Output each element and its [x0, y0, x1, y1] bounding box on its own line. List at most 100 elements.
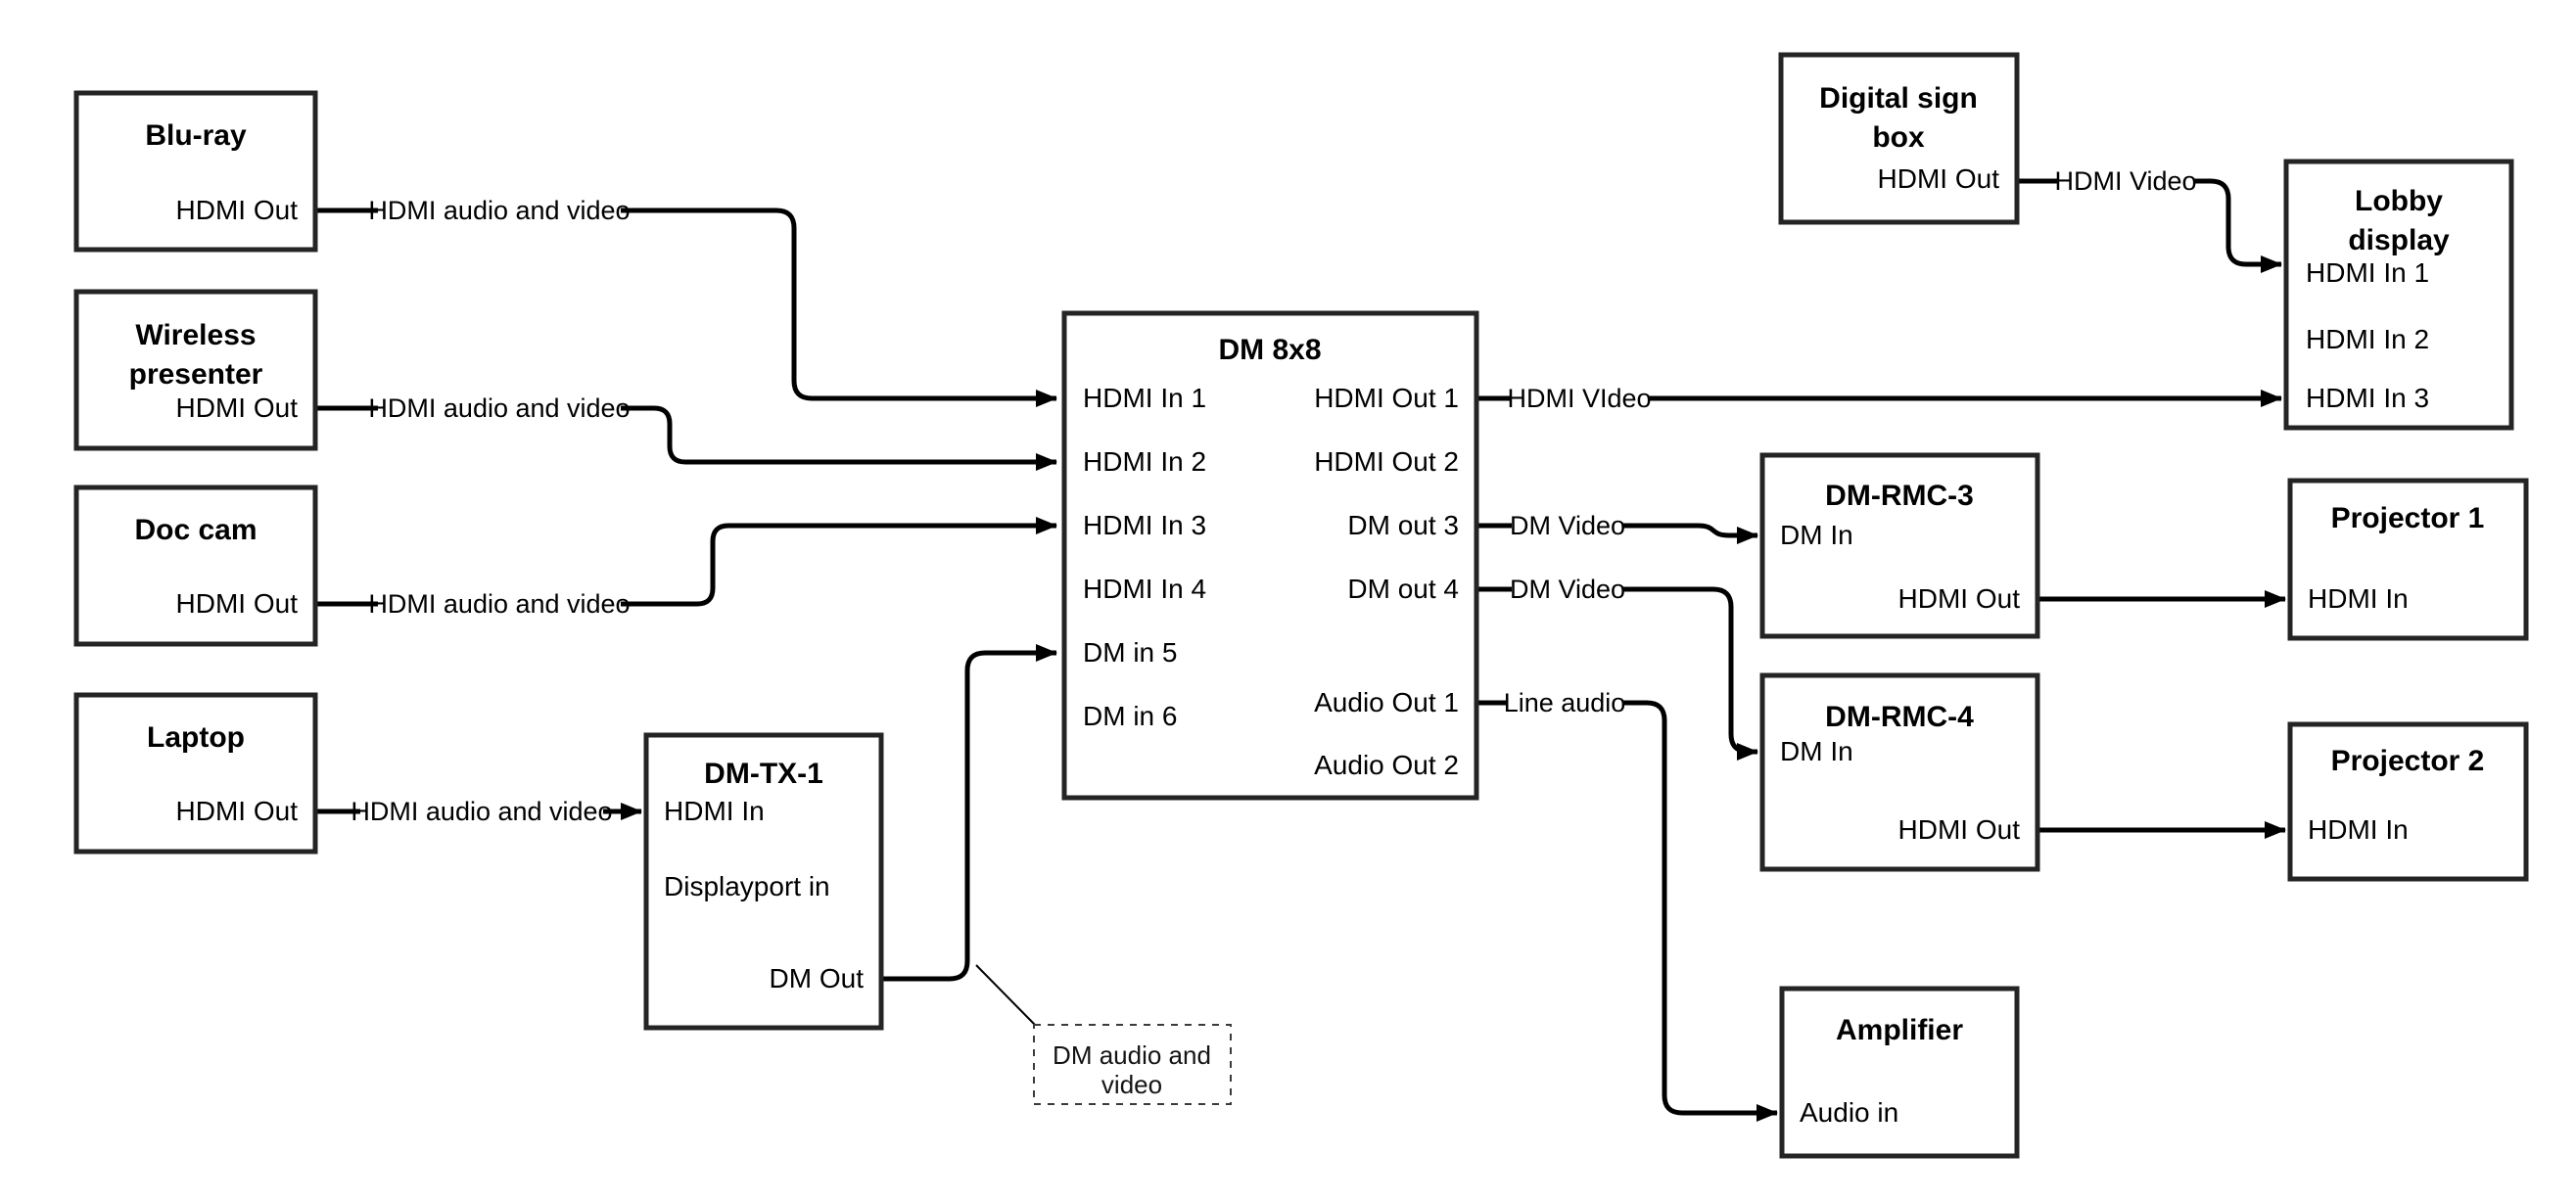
node-dm8x8: DM 8x8 HDMI In 1 HDMI In 2 HDMI In 3 HDM…: [1061, 310, 1479, 801]
node-projector-2-box: [2287, 721, 2529, 882]
node-laptop-box: [73, 692, 318, 855]
port-dm8x8-hdmi-in-2: HDMI In 2: [1083, 446, 1206, 477]
node-amplifier-box: [1779, 986, 2020, 1159]
node-laptop-title: Laptop: [147, 721, 245, 754]
port-dmtx1-dm-out: DM Out: [770, 963, 865, 993]
port-wireless-hdmi-out: HDMI Out: [176, 393, 299, 423]
edge-digisign-to-lobby: [2017, 178, 2282, 273]
node-wireless-presenter-box: [73, 289, 318, 451]
node-amplifier: Amplifier Audio in: [1779, 986, 2020, 1159]
port-lobby-hdmi-in-2: HDMI In 2: [2306, 324, 2429, 354]
edge-label-bg: [2057, 164, 2194, 198]
port-projector-2-hdmi-in: HDMI In: [2308, 814, 2409, 845]
node-doccam-box: [73, 485, 318, 647]
node-projector-1: Projector 1 HDMI In: [2287, 478, 2529, 641]
port-lobby-hdmi-in-1: HDMI In 1: [2306, 257, 2429, 288]
node-digital-sign-box-title-line1: Digital sign: [1819, 82, 1978, 115]
node-dmtx1: DM-TX-1 HDMI In Displayport in DM Out: [643, 732, 884, 1031]
node-digital-sign-box: Digital sign box HDMI Out: [1778, 52, 2020, 225]
node-wireless-presenter-title-line1: Wireless: [135, 319, 256, 351]
node-bluray-title: Blu-ray: [145, 119, 247, 152]
node-bluray-box: [73, 90, 318, 253]
node-wireless-presenter: Wireless presenter HDMI Out: [73, 289, 318, 451]
port-dm-rmc-3-dm-in: DM In: [1780, 520, 1853, 550]
node-dm-rmc-4-box: [1759, 672, 2040, 872]
port-dm8x8-audio-out-1: Audio Out 1: [1314, 687, 1459, 717]
edge-label-dm-out-3: DM Video: [1510, 509, 1625, 542]
edge-label-text: DM Video: [1510, 575, 1625, 604]
port-dm-rmc-4-hdmi-out: HDMI Out: [1898, 814, 2021, 845]
annotation-text-line1: DM audio and: [1053, 1040, 1211, 1070]
node-dmtx1-box: [643, 732, 884, 1031]
edge-out4-to-rmc4: [1476, 586, 1758, 761]
node-bluray: Blu-ray HDMI Out: [73, 90, 318, 253]
edge-doccam-to-dm8x8: [315, 517, 1057, 607]
node-dm-rmc-4: DM-RMC-4 DM In HDMI Out: [1759, 672, 2040, 872]
port-laptop-hdmi-out: HDMI Out: [176, 796, 299, 826]
annotation-dm-audio-video: DM audio and video: [1033, 1024, 1232, 1105]
port-amplifier-audio-in: Audio in: [1800, 1097, 1898, 1128]
node-projector-2-title: Projector 2: [2331, 745, 2485, 777]
edge-label-laptop: HDMI audio and video: [351, 795, 613, 828]
edge-wireless-to-dm8x8: [315, 405, 1057, 471]
port-dm8x8-hdmi-in-3: HDMI In 3: [1083, 510, 1206, 540]
edge-out3-to-rmc3: [1476, 523, 1758, 544]
port-dm8x8-hdmi-out-1: HDMI Out 1: [1314, 383, 1459, 413]
node-lobby-display-title-line2: display: [2348, 224, 2450, 256]
node-projector-1-title: Projector 1: [2331, 502, 2485, 534]
node-projector-2: Projector 2 HDMI In: [2287, 721, 2529, 882]
node-digital-sign-box-box: [1778, 52, 2020, 225]
port-dm8x8-dm-out-3: DM out 3: [1347, 510, 1459, 540]
port-lobby-hdmi-in-3: HDMI In 3: [2306, 383, 2429, 413]
port-projector-1-hdmi-in: HDMI In: [2308, 583, 2409, 614]
port-dmtx1-hdmi-in: HDMI In: [664, 796, 765, 826]
edge-bluray-to-dm8x8: [315, 208, 1057, 407]
edge-label-bg: [1512, 509, 1623, 542]
port-dm8x8-hdmi-in-4: HDMI In 4: [1083, 574, 1206, 604]
port-dm8x8-dm-in-5: DM in 5: [1083, 637, 1177, 668]
node-dm-rmc-3-title: DM-RMC-3: [1825, 480, 1974, 512]
edge-label-doccam: HDMI audio and video: [368, 587, 631, 621]
node-doccam-title: Doc cam: [134, 514, 257, 546]
node-wireless-presenter-title-line2: presenter: [129, 358, 263, 391]
edge-label-digisign: HDMI Video: [2054, 164, 2197, 198]
node-lobby-display-title-line1: Lobby: [2355, 185, 2443, 217]
node-doccam: Doc cam HDMI Out: [73, 485, 318, 647]
node-laptop: Laptop HDMI Out: [73, 692, 318, 855]
node-projector-1-box: [2287, 478, 2529, 641]
edge-aout1-to-amplifier: [1476, 700, 1778, 1122]
edge-label-bg: [1507, 686, 1622, 719]
edge-label-bluray: HDMI audio and video: [368, 194, 631, 227]
port-dm-rmc-4-dm-in: DM In: [1780, 736, 1853, 766]
edge-label-text: HDMI audio and video: [351, 797, 612, 826]
node-dm8x8-box: [1061, 310, 1479, 801]
edge-dmtx1-to-dm8x8: [881, 644, 1057, 982]
node-dm8x8-title: DM 8x8: [1218, 334, 1321, 366]
node-amplifier-title: Amplifier: [1836, 1014, 1963, 1046]
edge-label-bg: [378, 587, 621, 621]
port-dm8x8-audio-out-2: Audio Out 2: [1314, 750, 1459, 780]
edge-label-dm-out-4: DM Video: [1510, 573, 1625, 606]
port-digital-sign-hdmi-out: HDMI Out: [1878, 163, 2000, 194]
edge-label-text: HDMI audio and video: [368, 589, 630, 619]
annotation-box: [1033, 1024, 1232, 1105]
edge-label-line-audio: Line audio: [1504, 686, 1626, 719]
edge-label-wireless: HDMI audio and video: [368, 392, 631, 425]
edge-label-bg: [1511, 382, 1648, 415]
node-lobby-display: Lobby display HDMI In 1 HDMI In 2 HDMI I…: [2283, 159, 2514, 431]
edge-label-hdmi-out-1: HDMI VIdeo: [1507, 382, 1652, 415]
port-dm8x8-hdmi-out-2: HDMI Out 2: [1314, 446, 1459, 477]
edge-label-text: Line audio: [1504, 688, 1626, 717]
edge-label-text: HDMI audio and video: [368, 196, 630, 225]
edge-label-text: HDMI audio and video: [368, 393, 630, 423]
port-dm8x8-dm-in-6: DM in 6: [1083, 701, 1177, 731]
port-dmtx1-displayport-in: Displayport in: [664, 871, 830, 901]
edge-label-text: HDMI Video: [2054, 166, 2196, 196]
edge-label-bg: [360, 795, 603, 828]
node-lobby-display-box: [2283, 159, 2514, 431]
annotation-leader-line: [975, 964, 1037, 1027]
node-dm-rmc-3-box: [1759, 452, 2040, 639]
edge-label-bg: [378, 194, 621, 227]
edge-label-bg: [1512, 573, 1623, 606]
